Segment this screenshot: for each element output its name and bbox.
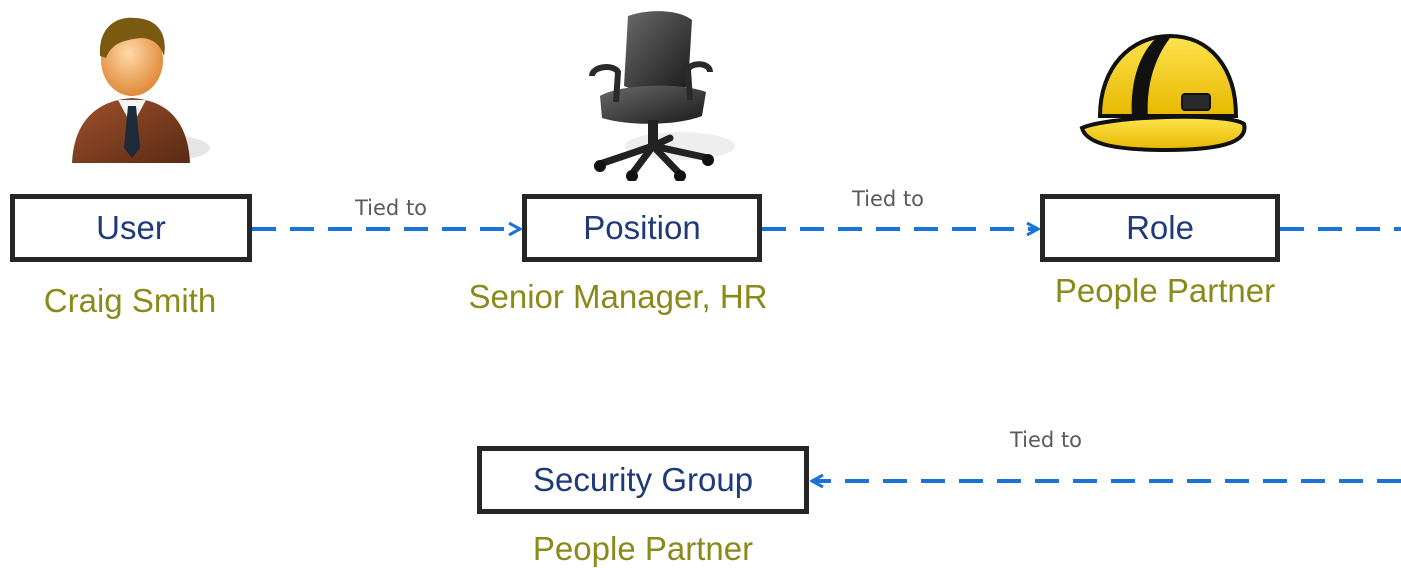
role-value: People Partner bbox=[1054, 272, 1276, 309]
office-chair-icon bbox=[589, 11, 735, 181]
security-group-value: People Partner bbox=[532, 530, 754, 567]
role-box-label: Role bbox=[1126, 209, 1194, 246]
user-box: User bbox=[10, 194, 252, 262]
edge-label-position-role: Tied to bbox=[852, 187, 925, 211]
user-value: Craig Smith bbox=[43, 282, 217, 319]
position-box: Position bbox=[522, 194, 762, 262]
security-group-box-label: Security Group bbox=[532, 461, 754, 498]
user-icon bbox=[72, 17, 210, 163]
position-box-label: Position bbox=[583, 209, 701, 246]
edge-label-role-security-group: Tied to bbox=[1010, 428, 1083, 452]
hard-hat-icon bbox=[1079, 33, 1247, 153]
edge-label-user-position: Tied to bbox=[355, 196, 428, 220]
user-box-label: User bbox=[96, 209, 166, 246]
position-value: Senior Manager, HR bbox=[468, 278, 768, 315]
security-group-box: Security Group bbox=[477, 446, 809, 514]
role-box: Role bbox=[1040, 194, 1280, 262]
